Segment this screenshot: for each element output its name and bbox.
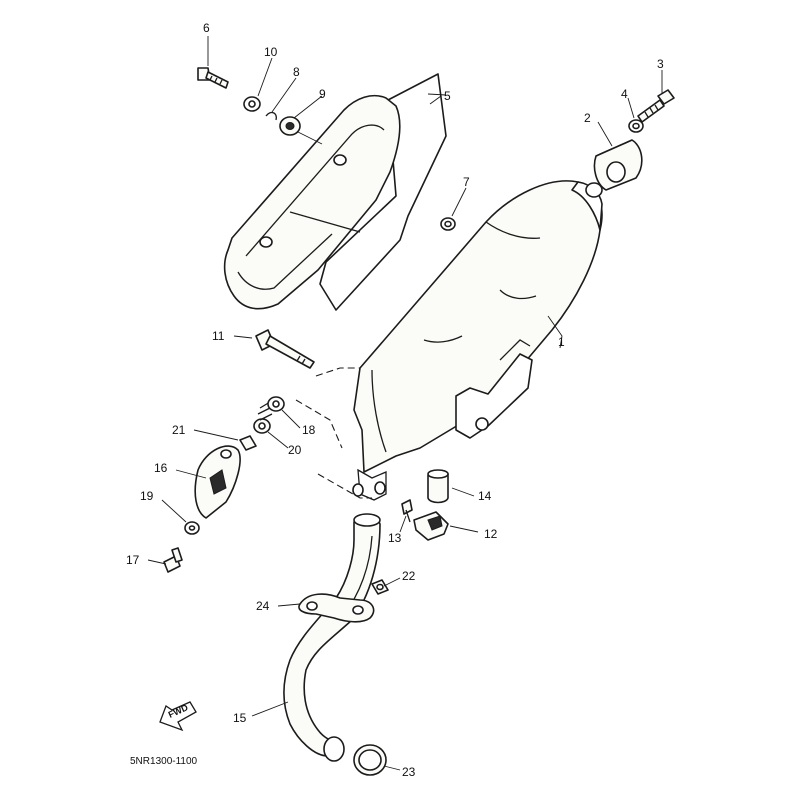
stay-16 <box>194 445 241 519</box>
callout-1: 1 <box>558 335 565 349</box>
callout-10: 10 <box>264 45 278 59</box>
protector-shield-plate <box>319 73 447 311</box>
exhaust-pipe <box>283 513 381 762</box>
protector-hole-upper <box>333 154 347 166</box>
heat-protector <box>223 73 447 311</box>
drawing-code: 5NR1300-1100 <box>130 756 198 767</box>
washer-10 <box>243 96 261 112</box>
callout-22: 22 <box>402 569 416 583</box>
muffler-bracket <box>455 353 533 439</box>
bolt-6 <box>197 67 229 89</box>
grommet-9 <box>279 116 301 136</box>
damper-hole <box>606 161 626 183</box>
spring-20 <box>253 401 273 434</box>
fwd-arrow-icon <box>159 701 197 732</box>
muffler-outlet <box>585 182 603 198</box>
callout-13: 13 <box>388 531 402 545</box>
callout-4: 4 <box>621 87 628 101</box>
damper-14 <box>427 469 449 504</box>
callout-21: 21 <box>172 423 186 437</box>
washer-19 <box>184 521 200 535</box>
muffler-body <box>353 180 603 473</box>
callout-16: 16 <box>154 461 168 475</box>
callout-18: 18 <box>302 423 316 437</box>
callouts: 1 2 3 4 5 6 7 8 9 10 11 12 13 14 15 16 1… <box>126 21 664 779</box>
callout-20: 20 <box>288 443 302 457</box>
callout-6: 6 <box>203 21 210 35</box>
washer-7 <box>440 217 456 231</box>
washer-18 <box>267 396 285 412</box>
bolt-17 <box>163 547 183 573</box>
clip-8 <box>265 111 277 121</box>
callout-5: 5 <box>444 89 451 103</box>
flange-24 <box>298 593 375 623</box>
callout-12: 12 <box>484 527 498 541</box>
callout-8: 8 <box>293 65 300 79</box>
callout-24: 24 <box>256 599 270 613</box>
exhaust-pipe-inlet <box>353 513 381 527</box>
gasket-23 <box>353 744 387 776</box>
muffler-pivot-2 <box>374 481 386 495</box>
exhaust-pipe-outlet <box>323 736 345 762</box>
washer-4 <box>628 119 644 133</box>
direction-mark: FWD <box>159 701 197 732</box>
nut-21 <box>239 435 257 451</box>
leader-lines <box>147 36 663 771</box>
callout-7: 7 <box>463 175 470 189</box>
callout-11: 11 <box>212 329 225 343</box>
nut-22 <box>371 579 389 595</box>
callout-23: 23 <box>402 765 416 779</box>
damper <box>593 139 643 191</box>
callout-17: 17 <box>126 553 140 567</box>
bracket-12 <box>413 511 449 541</box>
muffler-pivot-1 <box>352 483 364 497</box>
protector-hole-lower <box>259 236 273 248</box>
callout-9: 9 <box>319 87 326 101</box>
bracket-hole <box>475 417 489 431</box>
callout-3: 3 <box>657 57 664 71</box>
callout-19: 19 <box>140 489 154 503</box>
muffler <box>295 180 603 501</box>
callout-14: 14 <box>478 489 492 503</box>
exhaust-pipe-body <box>283 513 381 757</box>
bolt-3 <box>637 89 675 123</box>
callout-15: 15 <box>233 711 247 725</box>
callout-2: 2 <box>584 111 591 125</box>
bolt-13 <box>401 499 413 523</box>
protector-cover <box>223 94 401 310</box>
bolt-11 <box>255 329 315 369</box>
